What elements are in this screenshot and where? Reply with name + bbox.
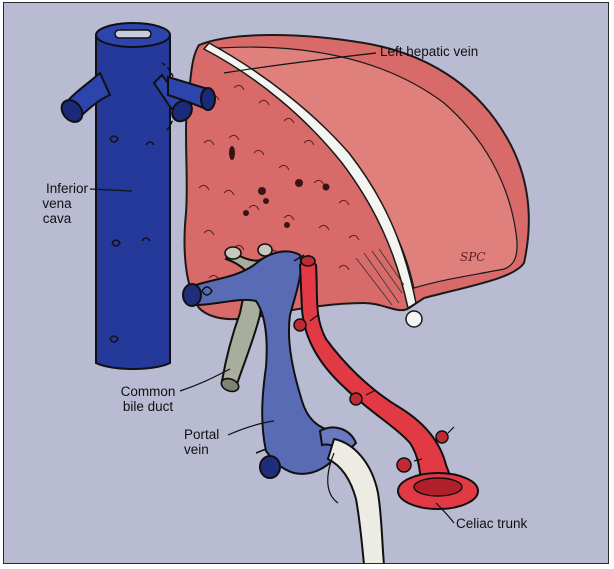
label-celiac-trunk: Celiac trunk <box>456 516 527 531</box>
label-common-bile-duct: Common bile duct <box>108 384 188 414</box>
hepatic-vein-tie <box>406 311 422 327</box>
label-cbd-line1: Common <box>108 384 188 399</box>
label-ivc-line3: cava <box>26 211 88 226</box>
label-left-hepatic-vein: Left hepatic vein <box>380 44 478 59</box>
illustration-frame: SPC Left hepatic vein Inferior vena cava… <box>3 2 609 564</box>
label-portal-vein: Portal vein <box>184 427 219 457</box>
label-inferior-vena-cava: Inferior vena cava <box>26 181 88 226</box>
label-portal-line2: vein <box>184 442 219 457</box>
liver-anatomy-illustration: SPC <box>4 3 609 564</box>
artist-signature: SPC <box>460 250 485 264</box>
label-ivc-line1: Inferior <box>26 181 88 196</box>
label-ivc-line2: vena <box>26 196 88 211</box>
label-cbd-line2: bile duct <box>108 399 188 414</box>
label-portal-line1: Portal <box>184 427 219 442</box>
